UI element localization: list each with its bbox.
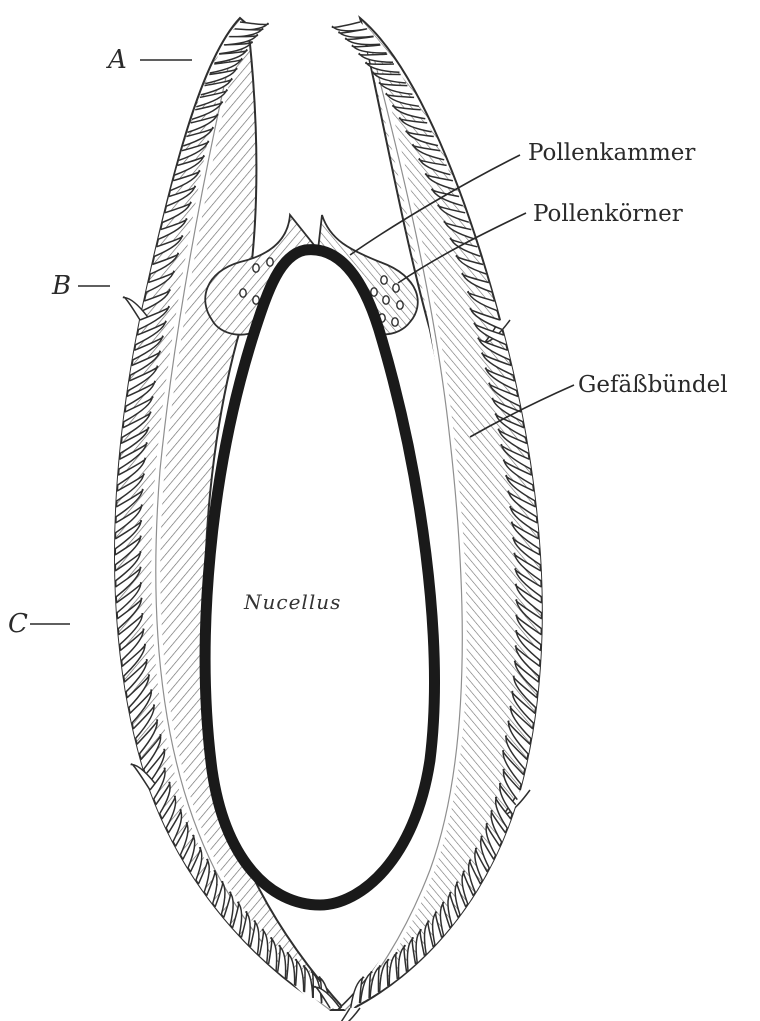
nucellus [205,250,434,905]
label-b: B [51,271,71,301]
label-pollenkoerner: Pollenkörner [533,201,683,227]
label-gefaessbuendel: Gefäßbündel [578,372,728,398]
label-a: A [106,45,127,75]
label-pollenkammer: Pollenkammer [528,140,695,166]
label-nucellus: Nucellus [243,590,341,614]
label-c: C [8,609,28,639]
